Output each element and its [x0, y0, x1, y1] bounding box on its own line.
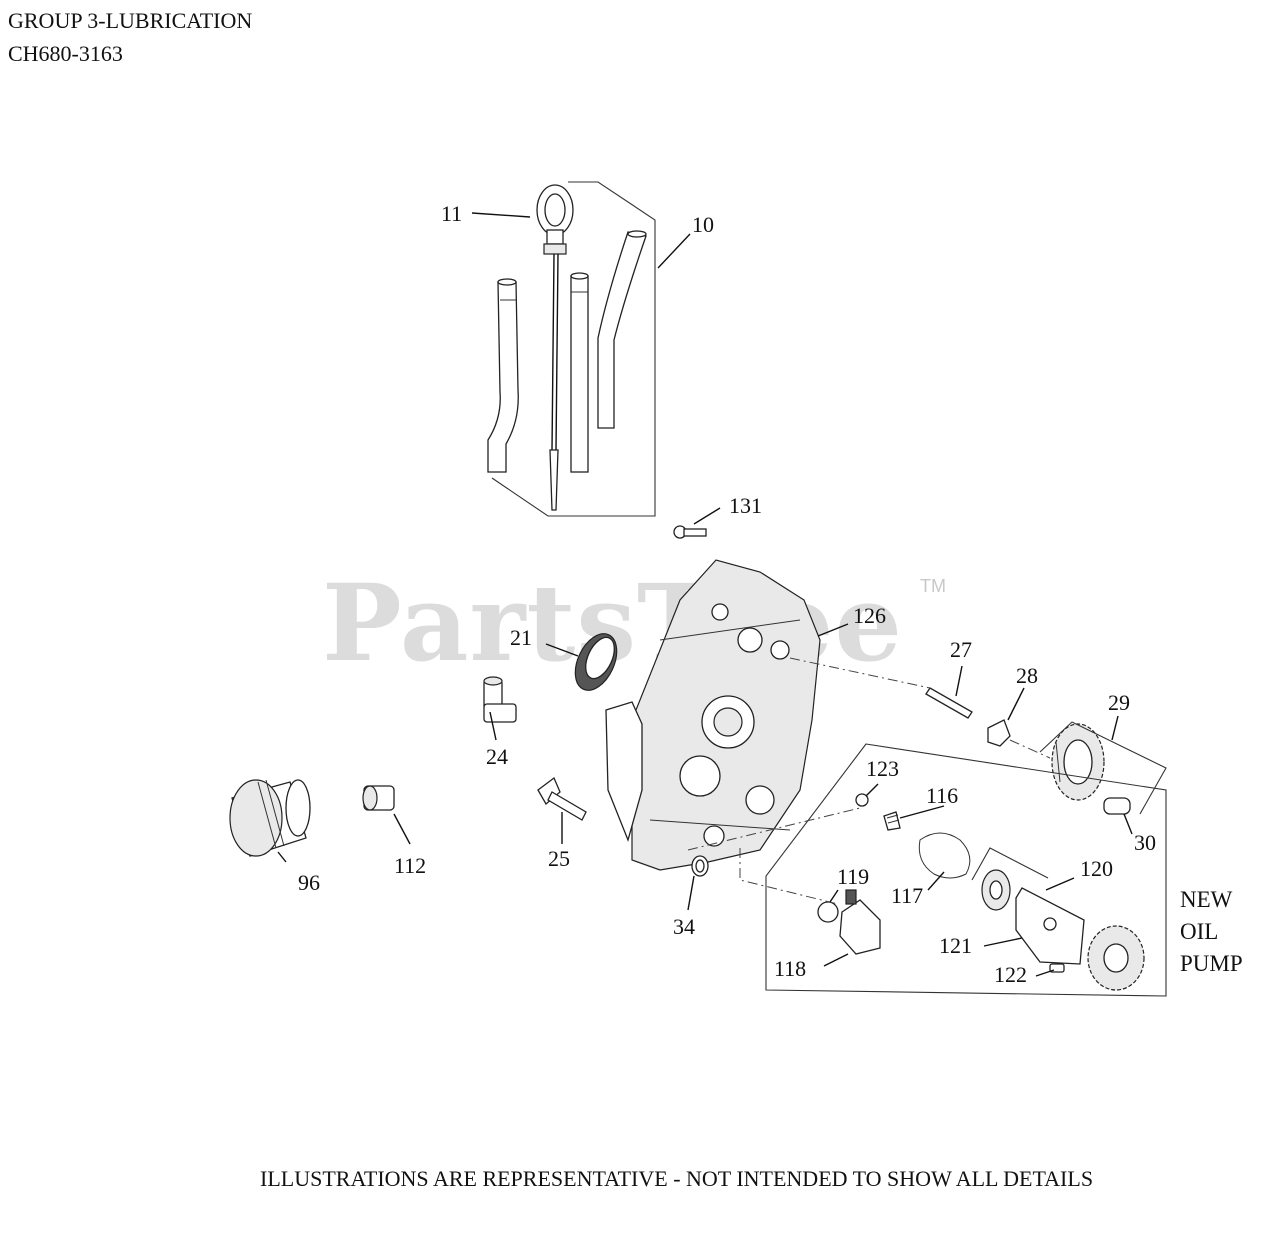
part-oil-seal[interactable]	[567, 627, 625, 697]
callout-27: 27	[950, 637, 972, 662]
callout-24: 24	[486, 744, 508, 769]
callout-116: 116	[926, 783, 958, 808]
new-oil-pump-line-2: OIL	[1180, 919, 1219, 944]
part-pin[interactable]	[1103, 797, 1131, 815]
part-ball[interactable]	[855, 793, 869, 807]
assembly-line-ball	[687, 807, 861, 851]
assembly-line-gear	[1009, 739, 1051, 759]
callout-28: 28	[1016, 663, 1038, 688]
new-oil-pump-line-1: NEW	[1180, 887, 1233, 912]
part-pump-cover[interactable]	[1015, 887, 1085, 965]
callout-112: 112	[394, 853, 426, 878]
group-frame-gear	[1039, 721, 1167, 815]
part-closure-plate[interactable]	[605, 559, 821, 871]
callout-120: 120	[1080, 856, 1113, 881]
part-dipstick-tube-bent[interactable]	[597, 230, 647, 429]
part-o-ring[interactable]	[817, 901, 839, 923]
new-oil-pump-label: NEW OIL PUMP	[1180, 884, 1243, 980]
callout-34: 34	[673, 914, 695, 939]
callout-131: 131	[729, 493, 762, 518]
part-dipstick[interactable]	[536, 184, 574, 511]
part-rotor[interactable]	[981, 869, 1011, 911]
model-number: CH680-3163	[8, 41, 123, 66]
callout-123: 123	[866, 756, 899, 781]
callout-29: 29	[1108, 690, 1130, 715]
part-bolt-small[interactable]	[673, 525, 707, 539]
part-shaft[interactable]	[925, 687, 973, 719]
group-frame-rotor	[971, 847, 1049, 881]
callout-10: 10	[692, 212, 714, 237]
leader-lines	[277, 212, 1133, 977]
new-oil-pump-line-3: PUMP	[1180, 951, 1243, 976]
callout-117: 117	[891, 883, 923, 908]
part-dipstick-tube-curved[interactable]	[487, 278, 519, 473]
part-spring[interactable]	[883, 811, 901, 831]
part-bolt[interactable]	[537, 776, 587, 821]
part-oil-pickup[interactable]	[839, 889, 881, 955]
part-elbow-fitting[interactable]	[483, 676, 517, 723]
part-adapter[interactable]	[362, 785, 395, 811]
part-clip[interactable]	[987, 719, 1011, 747]
watermark-trademark: TM	[920, 576, 946, 596]
callout-30: 30	[1134, 830, 1156, 855]
footer-disclaimer: ILLUSTRATIONS ARE REPRESENTATIVE - NOT I…	[260, 1166, 1094, 1191]
callout-96: 96	[298, 870, 320, 895]
part-gear[interactable]	[1051, 723, 1105, 801]
part-washer[interactable]	[691, 855, 709, 877]
group-title: GROUP 3-LUBRICATION	[8, 8, 253, 33]
callout-119: 119	[837, 864, 869, 889]
callout-121: 121	[939, 933, 972, 958]
assembly-line-pickup	[739, 848, 839, 905]
part-pump-gear[interactable]	[1087, 925, 1145, 991]
callout-25: 25	[548, 846, 570, 871]
part-dipstick-tube-straight[interactable]	[570, 272, 589, 473]
callout-126: 126	[853, 603, 886, 628]
group-frame-oil-pump	[765, 743, 1167, 997]
callout-118: 118	[774, 956, 806, 981]
group-frame-dipstick	[491, 181, 656, 517]
callout-21: 21	[510, 625, 532, 650]
callout-11: 11	[441, 201, 462, 226]
part-oil-filter[interactable]	[229, 779, 311, 857]
callout-122: 122	[994, 962, 1027, 987]
assembly-line-shaft	[789, 657, 931, 689]
part-gasket[interactable]	[918, 832, 971, 879]
